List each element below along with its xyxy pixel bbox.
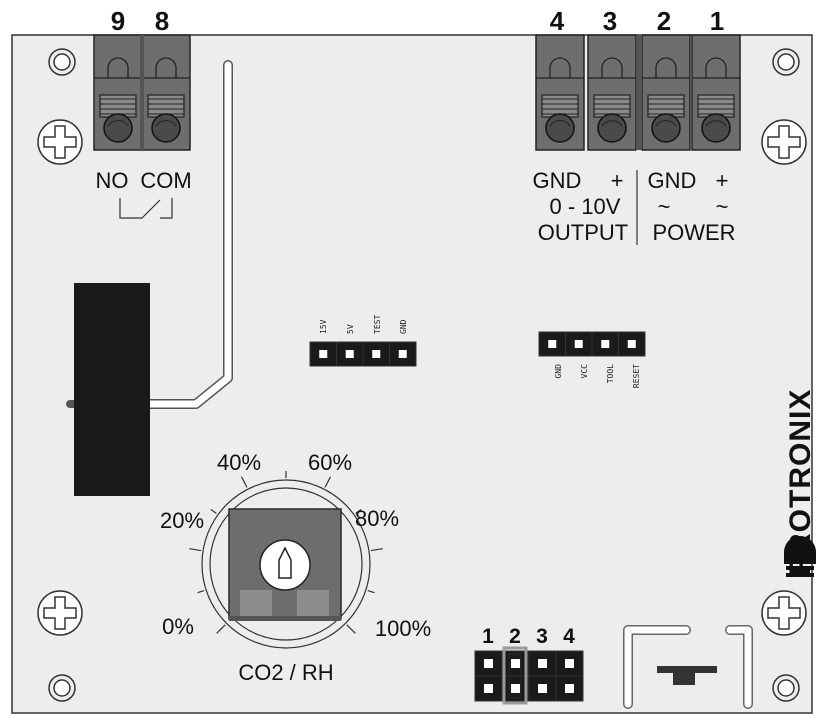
jumper-number-1: 1 bbox=[482, 625, 494, 648]
jumper-pin bbox=[474, 650, 503, 677]
header-pin bbox=[591, 331, 619, 357]
dial-tick bbox=[197, 590, 205, 594]
dial-tick bbox=[240, 476, 248, 488]
output-gnd-label: GND bbox=[533, 168, 582, 193]
sensor-module bbox=[74, 283, 150, 496]
dial-mark-0: 0% bbox=[162, 614, 194, 639]
pin-header-left bbox=[309, 341, 417, 367]
terminal-8 bbox=[141, 34, 191, 151]
potentiometer-slot-icon bbox=[278, 546, 292, 579]
dial-tick bbox=[370, 548, 383, 552]
header-right-pin-vcc: VCC bbox=[580, 364, 589, 379]
dial-tick bbox=[210, 508, 217, 514]
jumper-block[interactable] bbox=[474, 646, 584, 705]
pin-header-right bbox=[538, 331, 646, 357]
dial-mark-80: 80% bbox=[355, 506, 399, 531]
power-title: POWER bbox=[652, 220, 735, 245]
header-right-pin-gnd: GND bbox=[554, 364, 563, 379]
dial bbox=[189, 471, 383, 649]
jumper-number-4: 4 bbox=[563, 625, 575, 648]
brand-mark-icon bbox=[784, 536, 816, 577]
screw-icon-bottom-right bbox=[761, 590, 807, 636]
terminal-1 bbox=[691, 34, 741, 151]
dial-tick bbox=[216, 624, 226, 634]
output-title: OUTPUT bbox=[538, 220, 628, 245]
antenna-wire bbox=[146, 61, 232, 408]
jumper-pin bbox=[555, 675, 584, 702]
dial-mark-100: 100% bbox=[375, 616, 431, 641]
mounting-hole-top-left bbox=[48, 48, 76, 76]
header-pin bbox=[362, 341, 390, 367]
dial-tick bbox=[324, 476, 332, 488]
relay-com-label: COM bbox=[140, 168, 191, 193]
terminal-4 bbox=[535, 34, 585, 151]
mounting-hole-bottom-left bbox=[48, 674, 76, 702]
terminal-blocks bbox=[93, 34, 741, 151]
terminal-3 bbox=[587, 34, 637, 151]
terminal-2 bbox=[641, 34, 691, 151]
header-right-pin-reset: RESET bbox=[632, 364, 641, 388]
jumper-pin bbox=[555, 650, 584, 677]
header-left-pin-test: TEST bbox=[373, 315, 382, 334]
terminal-number-4: 4 bbox=[550, 6, 565, 36]
jumper-pin bbox=[474, 675, 503, 702]
dial-ticks bbox=[189, 471, 383, 634]
dial-tick bbox=[189, 548, 202, 552]
power-plus-label: + bbox=[716, 168, 729, 193]
header-left-pin-5v: 5V bbox=[346, 324, 355, 334]
header-right-pin-tool: TOOL bbox=[606, 364, 615, 383]
terminal-number-9: 9 bbox=[111, 6, 125, 36]
output-range-label: 0 - 10V bbox=[550, 194, 621, 219]
header-pin bbox=[618, 331, 646, 357]
screw-icon-top-right bbox=[761, 119, 807, 165]
jumper-pin bbox=[528, 675, 557, 702]
jumper-number-3: 3 bbox=[536, 625, 548, 648]
dial-caption: CO2 / RH bbox=[238, 660, 333, 685]
jumper-cap[interactable] bbox=[502, 646, 528, 705]
relay-switch-symbol bbox=[119, 198, 173, 219]
potentiometer[interactable] bbox=[228, 508, 342, 621]
screw-icon-bottom-left bbox=[37, 590, 83, 636]
dial-tick bbox=[346, 624, 356, 634]
header-pin bbox=[538, 331, 566, 357]
header-left-pin-gnd: GND bbox=[399, 319, 408, 334]
header-pin bbox=[309, 341, 337, 367]
screw-icon-top-left bbox=[37, 119, 83, 165]
power-tilde-right: ~ bbox=[716, 194, 729, 219]
mounting-hole-bottom-right bbox=[772, 674, 800, 702]
relay-no-label: NO bbox=[96, 168, 129, 193]
dial-tick bbox=[355, 508, 362, 514]
jumper-number-2: 2 bbox=[509, 625, 521, 648]
header-pin bbox=[565, 331, 593, 357]
power-gnd-label: GND bbox=[648, 168, 697, 193]
terminal-9 bbox=[93, 34, 143, 151]
terminal-number-2: 2 bbox=[657, 6, 671, 36]
header-pin bbox=[389, 341, 417, 367]
output-plus-label: + bbox=[611, 168, 624, 193]
header-pin bbox=[336, 341, 364, 367]
dial-mark-60: 60% bbox=[308, 450, 352, 475]
mounting-hole-top-right bbox=[772, 48, 800, 76]
dial-tick bbox=[367, 590, 375, 594]
dial-mark-20: 20% bbox=[160, 508, 204, 533]
dial-mark-40: 40% bbox=[217, 450, 261, 475]
header-left-pin-15v: 15V bbox=[319, 319, 328, 334]
power-tilde-left: ~ bbox=[658, 194, 671, 219]
bracket-component bbox=[623, 625, 753, 709]
terminal-number-1: 1 bbox=[710, 6, 724, 36]
terminal-number-8: 8 bbox=[155, 6, 169, 36]
terminal-number-3: 3 bbox=[603, 6, 617, 36]
jumper-pin bbox=[528, 650, 557, 677]
